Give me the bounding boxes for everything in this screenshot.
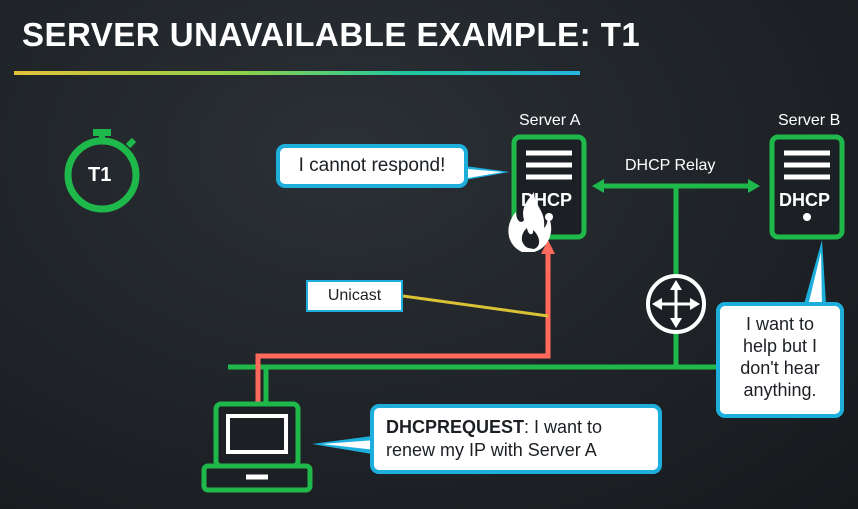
dhcprequest-keyword: DHCPREQUEST	[386, 417, 525, 437]
server-b-label: Server B	[778, 112, 841, 129]
dhcp-relay-label: DHCP Relay	[625, 157, 716, 174]
title-underline	[14, 71, 580, 75]
unicast-label: Unicast	[306, 280, 403, 312]
arrow-right-icon	[748, 179, 760, 193]
server-b-icon	[769, 134, 845, 240]
stopwatch-icon	[64, 129, 140, 213]
server-a-label: Server A	[519, 112, 581, 129]
speech-bubble-client: DHCPREQUEST: I want to renew my IP with …	[370, 404, 662, 474]
laptop-icon	[201, 401, 313, 493]
unicast-path	[255, 250, 551, 402]
client-message: : I want to renew my IP with Server A	[386, 417, 603, 460]
speech-bubble-server-b: I want to help but I don't hear anything…	[716, 302, 844, 418]
unicast-pointer-line	[402, 294, 549, 318]
arrow-up-icon	[541, 240, 555, 254]
page-title: SERVER UNAVAILABLE EXAMPLE: T1	[22, 16, 641, 53]
fire-icon	[508, 192, 552, 252]
server-b-dhcp-badge: DHCP	[779, 190, 831, 210]
arrow-left-icon	[592, 179, 604, 193]
server-a-dhcp-badge: DHCP	[521, 190, 573, 210]
timer-label: T1	[88, 164, 112, 186]
router-icon	[646, 274, 706, 334]
speech-bubble-server-a: I cannot respond!	[276, 144, 468, 188]
